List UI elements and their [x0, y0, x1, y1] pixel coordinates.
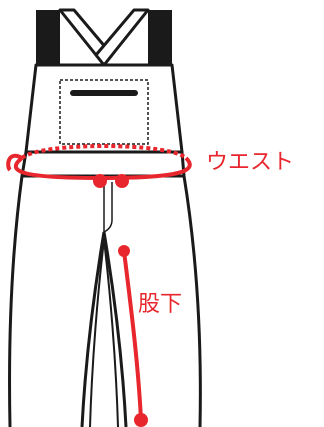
left-inner-leg [80, 231, 106, 427]
legs [8, 175, 202, 427]
waist-dot-left [93, 174, 107, 188]
waistband-outline [20, 150, 186, 178]
right-inner-leg-2 [103, 239, 119, 427]
waist-ellipse-top [20, 144, 188, 160]
right-strap-pad [148, 10, 172, 65]
right-inner-leg [102, 231, 128, 427]
waist-dot-right [115, 174, 129, 188]
left-leg-outer [8, 175, 24, 427]
right-leg-outer [182, 175, 202, 427]
inseam-measurement: 股下 [118, 245, 182, 427]
shoulder-straps [36, 8, 172, 67]
waistband [20, 150, 186, 178]
bib-outline [24, 63, 184, 154]
inseam-label: 股下 [138, 292, 182, 317]
waist-label: ウエスト [206, 150, 294, 175]
waist-ellipse-left [6, 153, 23, 172]
inseam-dot-bottom [134, 413, 148, 427]
left-strap-pad [36, 10, 60, 65]
fly-stitch [103, 182, 113, 233]
right-cross-strap [94, 8, 150, 67]
bib-pocket [59, 79, 149, 145]
waist-measurement: ウエスト [6, 144, 294, 188]
bib [24, 63, 184, 154]
left-inner-leg-2 [89, 239, 105, 427]
inseam-line [122, 250, 143, 421]
pocket-slot [70, 90, 138, 96]
